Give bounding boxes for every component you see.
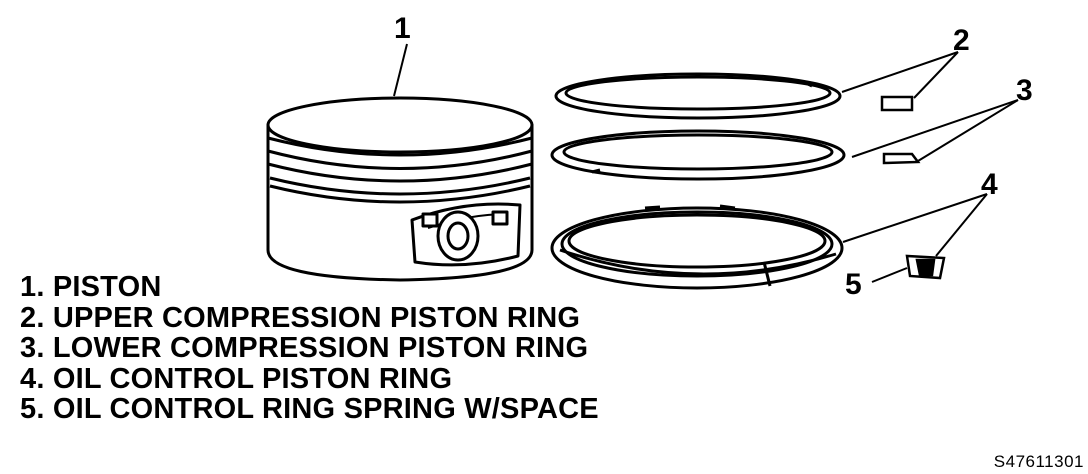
legend-item-piston: 1. PISTON	[20, 271, 162, 303]
piston-illustration	[266, 96, 534, 282]
callout-5: 5	[845, 268, 862, 301]
legend-item-upper-compression-ring: 2. UPPER COMPRESSION PISTON RING	[20, 301, 581, 334]
lower-ring-profile	[882, 152, 921, 165]
callout-3: 3	[1016, 74, 1033, 107]
upper-compression-ring	[554, 72, 842, 120]
legend-item-oil-ring-spring: 5. OIL CONTROL RING SPRING W/SPACE	[20, 393, 599, 425]
leader-lines	[393, 43, 1019, 283]
callout-2: 2	[953, 24, 970, 57]
legend-item-oil-control-ring: 4. OIL CONTROL PISTON RING	[20, 362, 453, 395]
figure-code: S47611301	[993, 452, 1084, 471]
callout-1: 1	[394, 12, 411, 45]
legend-item-lower-compression-ring: 3. LOWER COMPRESSION PISTON RING	[20, 332, 589, 364]
callout-4: 4	[981, 168, 998, 201]
parts-legend: 1. PISTON 2. UPPER COMPRESSION PISTON RI…	[20, 272, 599, 425]
oil-control-ring	[550, 204, 844, 290]
upper-ring-profile	[880, 95, 914, 112]
oil-ring-spring-profile	[905, 254, 946, 280]
lower-compression-ring	[550, 129, 846, 181]
